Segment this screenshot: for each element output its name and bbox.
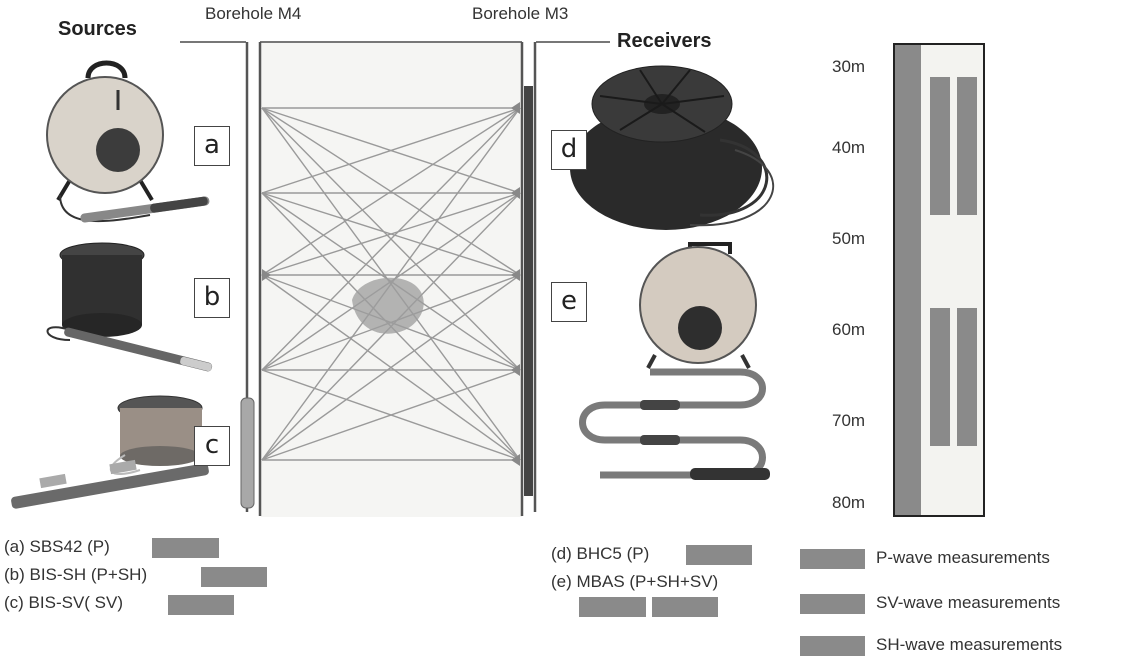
anomaly-zone [352, 277, 424, 334]
depth-label: 80m [832, 493, 866, 512]
legend-label-sh: SH-wave measurements [876, 635, 1063, 654]
legend-swatch-sv [800, 594, 865, 614]
source-label-c: (c) BIS-SV( SV) [4, 593, 124, 612]
legend-swatch-sh [800, 636, 865, 656]
source-c-swatch-sv [168, 595, 234, 615]
receiver-e-reel-image [579, 242, 770, 480]
sh-wave-bar-lower [957, 308, 977, 446]
receiver-d-reel-image [570, 65, 775, 230]
receiver-e-swatch-sh [652, 597, 718, 617]
receiver-e-swatch-sv [579, 597, 646, 617]
legend-label-sv: SV-wave measurements [876, 593, 1061, 612]
source-c-reel-image [11, 395, 209, 509]
legend-label-p: P-wave measurements [876, 548, 1050, 567]
letter-box-d: d [551, 130, 587, 170]
depth-label: 30m [832, 57, 866, 76]
depth-label: 50m [832, 229, 866, 248]
receiver-d-swatch-p [686, 545, 752, 565]
source-a-swatch-p [152, 538, 219, 558]
depth-label: 60m [832, 320, 866, 339]
letter-box-c: c [194, 426, 230, 466]
letter-box-e: e [551, 282, 587, 322]
letter-box-b: b [194, 278, 230, 318]
p-wave-bar [895, 45, 921, 515]
receivers-heading: Receivers [617, 30, 712, 52]
source-label-a: (a) SBS42 (P) [4, 537, 110, 556]
source-label-b: (b) BIS-SH (P+SH) [4, 565, 148, 584]
source-b-coil-image [46, 242, 213, 372]
source-a-reel-image [46, 60, 210, 223]
source-probe [240, 397, 255, 509]
depth-label: 70m [832, 411, 866, 430]
letter-box-a: a [194, 126, 230, 166]
receiver-label-d: (d) BHC5 (P) [551, 544, 650, 563]
source-b-swatch-sh [201, 567, 267, 587]
borehole-m3-label: Borehole M3 [472, 4, 569, 23]
receiver-string [524, 86, 533, 496]
receiver-label-e: (e) MBAS (P+SH+SV) [551, 572, 719, 591]
sv-wave-bar-upper [930, 77, 950, 215]
sh-wave-bar-upper [957, 77, 977, 215]
legend-swatch-p [800, 549, 865, 569]
ray-arrowheads [262, 102, 520, 466]
sv-wave-bar-lower [930, 308, 950, 446]
depth-label: 40m [832, 138, 866, 157]
sources-heading: Sources [58, 18, 137, 40]
borehole-m4-label: Borehole M4 [205, 4, 302, 23]
